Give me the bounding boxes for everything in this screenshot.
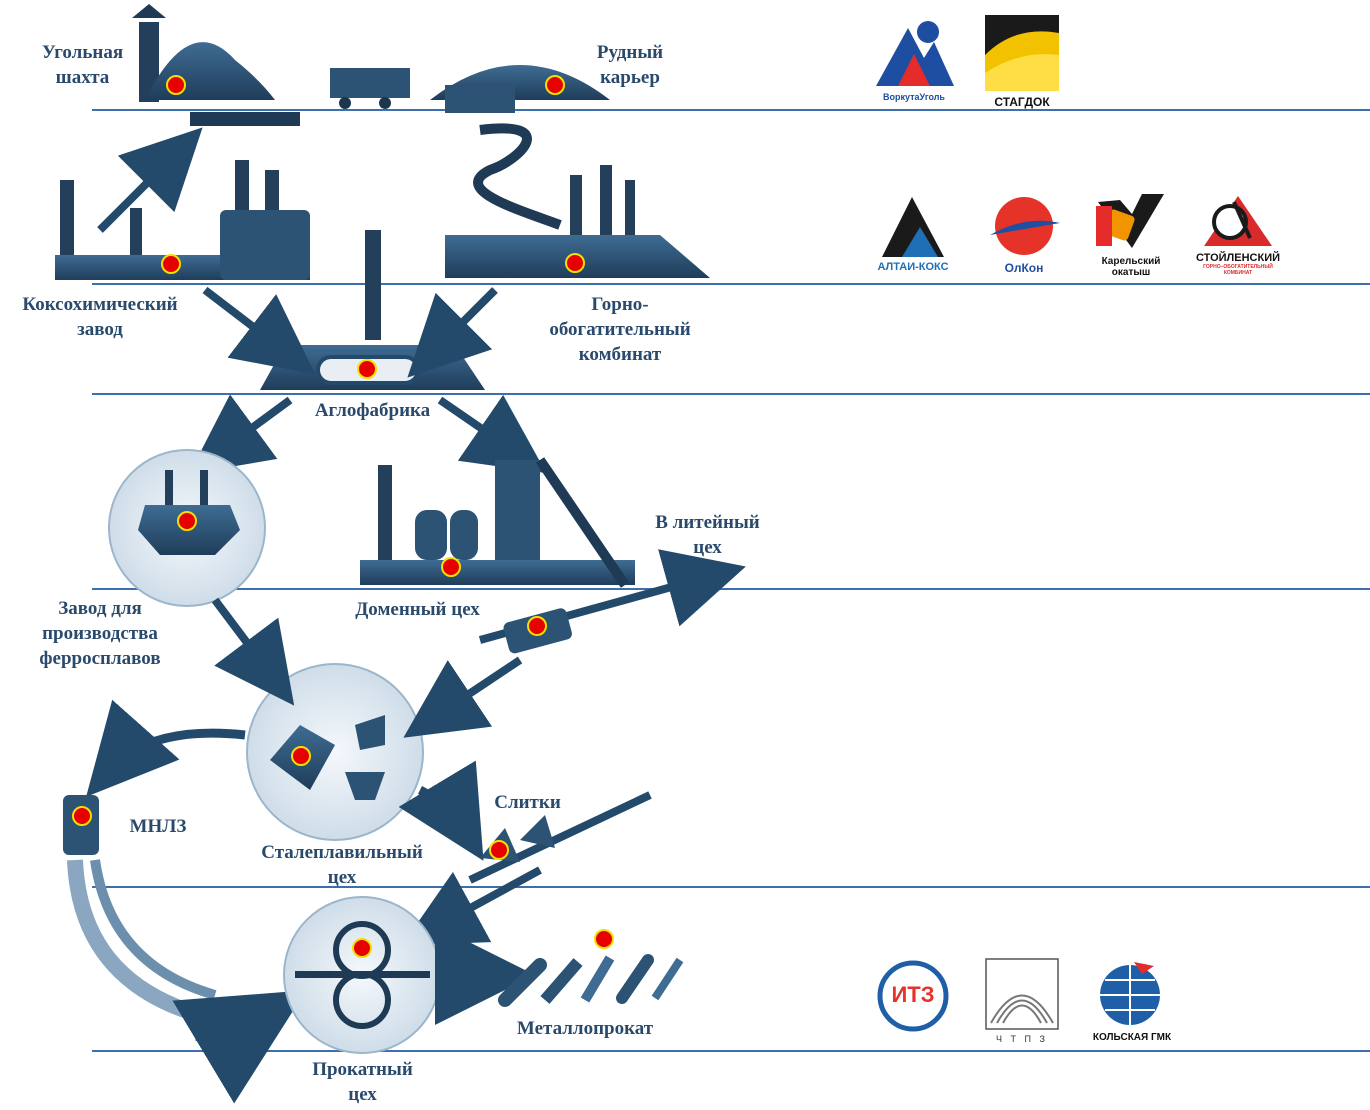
itz-emblem <box>877 960 949 1032</box>
itz-caption: ИТЗ <box>891 982 935 1007</box>
karelsky-okatysh-emblem <box>1096 194 1164 248</box>
stagdok-emblem <box>985 15 1059 92</box>
foundry-label: В литейный цех <box>655 512 760 558</box>
vorkutaugol-caption: ВоркутаУголь <box>883 92 945 102</box>
altai-koks-caption: АЛТАИ-КОКС <box>877 261 949 273</box>
olkon-emblem <box>990 197 1060 255</box>
marker-dot[interactable] <box>527 616 547 636</box>
steel-shop-label: Сталеплавильный цех <box>261 842 423 888</box>
marker-dot[interactable] <box>166 75 186 95</box>
coke-plant-art <box>55 127 310 280</box>
separator-line <box>92 886 1370 888</box>
rolled-metal-label: Металлопрокат <box>516 1018 654 1039</box>
marker-dot[interactable] <box>177 511 197 531</box>
vorkutaugol-logo: ВоркутаУголь <box>868 18 960 106</box>
marker-dot[interactable] <box>72 806 92 826</box>
steel-shop-art <box>86 597 523 861</box>
separator-line <box>92 109 1370 111</box>
marker-dot[interactable] <box>441 557 461 577</box>
chtpz-emblem <box>985 958 1059 1030</box>
karelsky-okatysh-logo: Карельский окатыш <box>1092 192 1170 278</box>
ferroalloy-plant-label: Завод для производства ферросплавов <box>39 598 161 669</box>
marker-dot[interactable] <box>352 938 372 958</box>
marker-dot[interactable] <box>357 359 377 379</box>
olkon-logo: ОлКон <box>985 195 1063 275</box>
stagdok-logo: СТАГДОК <box>985 15 1059 109</box>
separator-line <box>92 1050 1370 1052</box>
coke-plant-label: Коксохимический завод <box>22 294 178 340</box>
kolskaya-gmk-caption: КОЛЬСКАЯ ГМК <box>1092 1032 1172 1043</box>
itz-logo: ИТЗ <box>875 958 951 1034</box>
altai-koks-emblem <box>882 197 944 257</box>
stoilensky-subcaption: ГОРНО–ОБОГАТИТЕЛЬНЫЙ КОМБИНАТ <box>1203 264 1273 276</box>
rolling-shop-label: Прокатный цех <box>312 1059 413 1105</box>
vorkutaugol-emblem <box>876 21 954 86</box>
coal-mine-label: Угольная шахта <box>41 42 124 88</box>
chtpz-logo: Ч Т П З <box>985 958 1059 1048</box>
kolskaya-gmk-logo: КОЛЬСКАЯ ГМК <box>1088 958 1176 1044</box>
marker-dot[interactable] <box>594 929 614 949</box>
altai-koks-logo: АЛТАИ-КОКС <box>872 195 954 275</box>
stoilensky-logo: СТОЙЛЕНСКИЙ ГОРНО–ОБОГАТИТЕЛЬНЫЙ КОМБИНА… <box>1190 192 1286 276</box>
mining-plant-label: Горно- обогатительный комбинат <box>549 294 691 365</box>
separator-line <box>92 393 1370 395</box>
stoilensky-caption: СТОЙЛЕНСКИЙ <box>1195 252 1281 264</box>
marker-dot[interactable] <box>489 840 509 860</box>
olkon-caption: ОлКон <box>1004 261 1044 275</box>
rolled-metal-art <box>498 954 684 1007</box>
stagdok-caption: СТАГДОК <box>985 95 1059 109</box>
rolling-shop-art <box>283 896 535 1054</box>
mnlz-label: МНЛЗ <box>129 816 187 837</box>
ore-quarry-art <box>330 65 610 230</box>
blast-furnace-label: Доменный цех <box>355 599 480 620</box>
karelsky-okatysh-caption: Карельский окатыш <box>1101 256 1161 278</box>
kolskaya-gmk-emblem <box>1100 962 1160 1025</box>
stoilensky-emblem <box>1204 196 1272 246</box>
ore-quarry-label: Рудный карьер <box>596 42 664 88</box>
marker-dot[interactable] <box>161 254 181 274</box>
mnlz-art <box>63 795 307 1104</box>
marker-dot[interactable] <box>291 746 311 766</box>
marker-dot[interactable] <box>545 75 565 95</box>
coal-mine-art <box>132 4 300 126</box>
marker-dot[interactable] <box>565 253 585 273</box>
blast-furnace-art <box>360 457 746 654</box>
separator-line <box>92 283 1370 285</box>
chtpz-caption: Ч Т П З <box>996 1034 1048 1044</box>
ingots-art <box>401 791 652 946</box>
sinter-plant-label: Аглофабрика <box>314 400 431 421</box>
ingots-label: Слитки <box>494 792 561 813</box>
